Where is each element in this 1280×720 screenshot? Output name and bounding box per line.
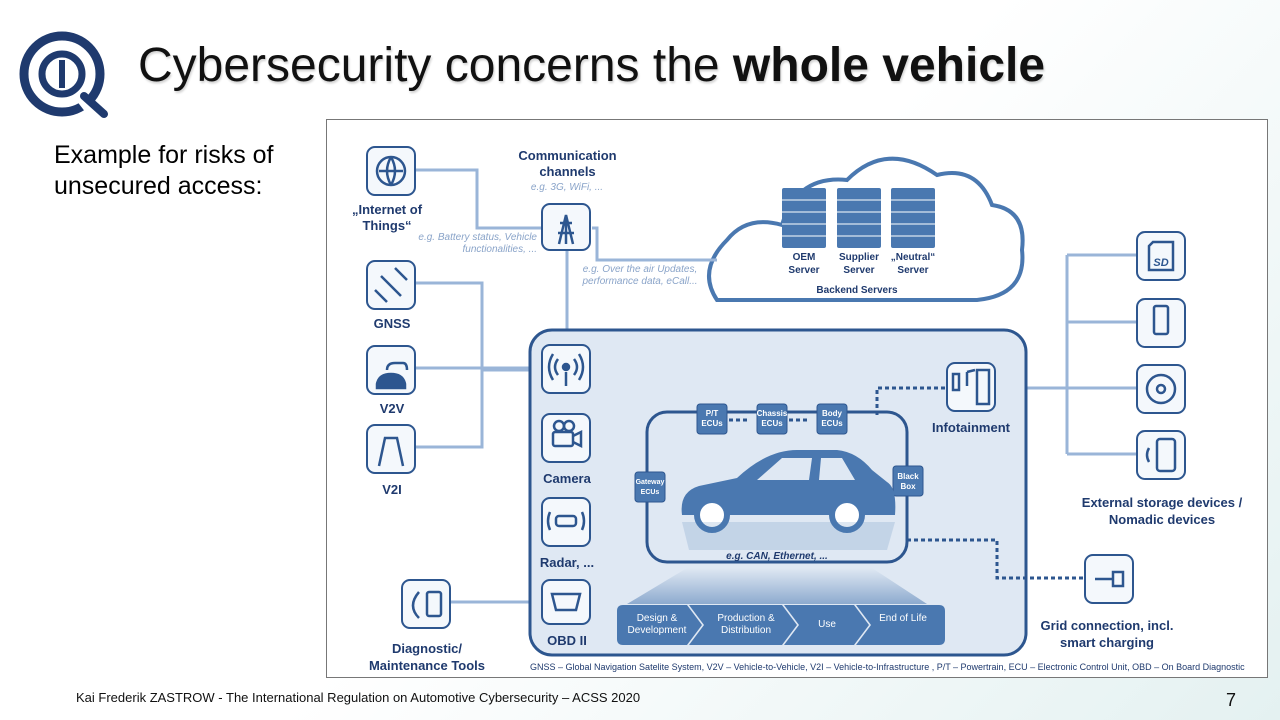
external-storage-label: External storage devices / Nomadic devic…: [1081, 495, 1243, 527]
phase-use: Use: [818, 619, 836, 630]
page-title: Cybersecurity concerns the whole vehicle: [138, 38, 1045, 93]
abbreviations-footnote: GNSS – Global Navigation Satelite System…: [530, 662, 1245, 672]
neutral-server-label: „Neutral“ Server: [890, 252, 936, 276]
diagram-graphics: [366, 146, 1186, 657]
phase-4-shape: [856, 605, 945, 645]
backend-servers-label: Backend Servers: [816, 285, 898, 296]
sd-card-icon: [1136, 231, 1186, 281]
phase-production: Production & Distribution: [717, 613, 775, 636]
iot-note: e.g. Battery status, Vehicle functionali…: [418, 232, 537, 255]
iot-label: „Internet of Things“: [351, 202, 423, 233]
body-ecu-chip: [816, 403, 848, 435]
phase-design: Design & Development: [627, 613, 687, 636]
comm-channels-label: Communication channels: [518, 148, 617, 179]
radar-label: Radar, ...: [539, 555, 595, 570]
diagnostic-label: Diagnostic/ Maintenance Tools: [368, 641, 486, 673]
title-regular: Cybersecurity concerns the: [138, 39, 733, 92]
grid-label: Grid connection, incl. smart charging: [1040, 618, 1174, 650]
comm-channels-note: e.g. 3G, WiFi, ...: [530, 182, 604, 193]
body-ecus-label: Body ECUs: [821, 409, 843, 428]
page-number: 7: [1225, 690, 1236, 710]
v2i-label: V2I: [382, 482, 402, 497]
phase-1-shape: [617, 605, 702, 645]
phase-3-shape: [784, 605, 869, 645]
pt-ecu-chip: [696, 403, 728, 435]
cd-icon: [1136, 364, 1186, 414]
phase-end-of-life: End of Life: [879, 613, 927, 624]
radar-icon: [541, 497, 591, 547]
obd-label: OBD II: [547, 633, 587, 648]
chassis-ecu-chip: [756, 403, 788, 435]
gateway-ecus-label: Gateway ECUs: [635, 479, 665, 496]
v2v-label: V2V: [379, 401, 405, 416]
obd-port-icon: [541, 579, 591, 625]
chassis-ecus-label: Chassis ECUs: [756, 409, 788, 428]
camera-label: Camera: [543, 471, 591, 486]
infotainment-label: Infotainment: [932, 420, 1010, 435]
sd-label: SD: [1153, 257, 1169, 269]
vehicle-cybersecurity-diagram: Communication channels e.g. 3G, WiFi, ..…: [326, 119, 1268, 678]
gateway-ecu-chip: [634, 471, 666, 503]
black-box-label: Black Box: [897, 472, 919, 491]
title-bold: whole vehicle: [732, 39, 1046, 92]
phase-2-shape: [689, 605, 797, 645]
smartphone-icon: [1136, 430, 1186, 480]
logo-icon: [19, 31, 108, 118]
ota-note: e.g. Over the air Updates, performance d…: [582, 264, 698, 287]
pt-ecus-label: P/T ECUs: [701, 409, 723, 428]
v2i-icon: [366, 424, 416, 474]
footer-text: Kai Frederik ZASTROW - The International…: [76, 690, 641, 705]
oem-server-label: OEM Server: [788, 252, 820, 276]
bus-note: e.g. CAN, Ethernet, ...: [726, 551, 828, 562]
supplier-server-label: Supplier Server: [838, 252, 879, 276]
subtitle: Example for risks of unsecured access:: [54, 141, 274, 200]
black-box-chip: [892, 465, 924, 497]
gnss-label: GNSS: [373, 316, 411, 331]
usb-stick-icon: [1136, 298, 1186, 348]
